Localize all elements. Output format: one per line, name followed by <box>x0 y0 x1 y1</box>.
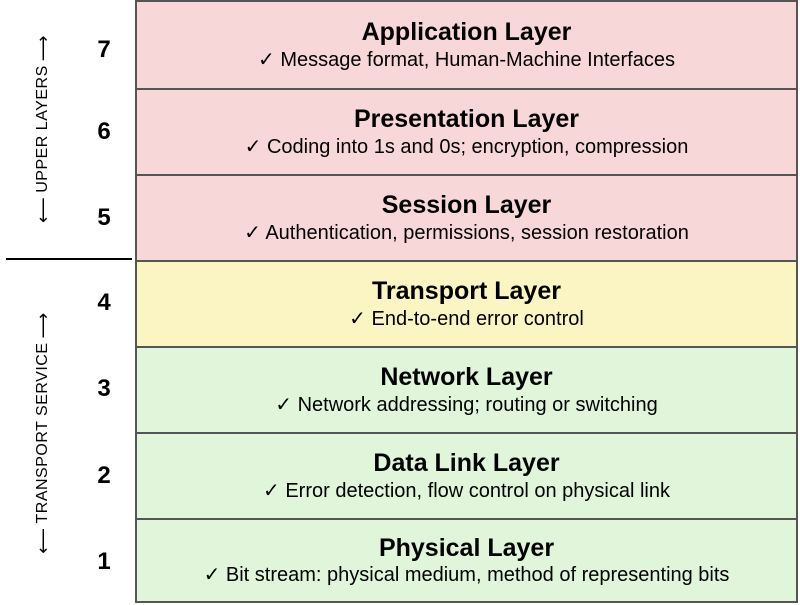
layer-description: ✓ Coding into 1s and 0s; encryption, com… <box>244 135 689 158</box>
group-transport-service: ⟵ TRANSPORT SERVICE ⟶ <box>33 260 53 605</box>
layer-description: ✓ Error detection, flow control on physi… <box>263 479 670 502</box>
layer-number-2: 2 <box>97 462 111 489</box>
layer-description: ✓ Authentication, permissions, session r… <box>244 221 689 244</box>
layer-title: Physical Layer <box>378 533 555 562</box>
arrow-left-icon: ⟵ <box>33 196 53 224</box>
layer-title: Application Layer <box>361 18 572 47</box>
arrow-right-icon: ⟶ <box>33 34 53 62</box>
layer-network: Network Layer ✓ Network addressing; rout… <box>137 348 796 434</box>
layer-description: ✓ End-to-end error control <box>349 307 584 330</box>
layer-number-1: 1 <box>97 548 111 575</box>
layer-number-3: 3 <box>97 375 111 402</box>
layer-number-4: 4 <box>97 289 111 316</box>
layer-number-7: 7 <box>97 36 111 63</box>
layer-data-link: Data Link Layer ✓ Error detection, flow … <box>137 434 796 520</box>
layer-description: ✓ Message format, Human-Machine Interfac… <box>258 48 675 71</box>
group-upper-layers: ⟵ UPPER LAYERS ⟶ <box>33 0 53 258</box>
layer-description: ✓ Network addressing; routing or switchi… <box>275 393 658 416</box>
layer-title: Transport Layer <box>372 277 561 306</box>
layer-stack: Application Layer ✓ Message format, Huma… <box>135 0 798 603</box>
layer-session: Session Layer ✓ Authentication, permissi… <box>137 176 796 262</box>
arrow-right-icon: ⟶ <box>33 311 53 338</box>
group-transport-label: TRANSPORT SERVICE <box>34 342 51 523</box>
layer-description: ✓ Bit stream: physical medium, method of… <box>203 564 730 587</box>
layer-presentation: Presentation Layer ✓ Coding into 1s and … <box>137 90 796 176</box>
group-divider <box>6 258 132 260</box>
layer-number-5: 5 <box>97 204 111 231</box>
layer-title: Network Layer <box>380 363 553 392</box>
group-upper-label: UPPER LAYERS <box>34 65 51 193</box>
layer-transport: Transport Layer ✓ End-to-end error contr… <box>137 262 796 348</box>
layer-title: Data Link Layer <box>373 449 560 478</box>
arrow-left-icon: ⟵ <box>33 527 53 554</box>
layer-physical: Physical Layer ✓ Bit stream: physical me… <box>137 520 796 601</box>
layer-application: Application Layer ✓ Message format, Huma… <box>137 2 796 90</box>
layer-title: Presentation Layer <box>353 105 580 134</box>
layer-number-6: 6 <box>97 118 111 145</box>
layer-title: Session Layer <box>381 191 552 220</box>
